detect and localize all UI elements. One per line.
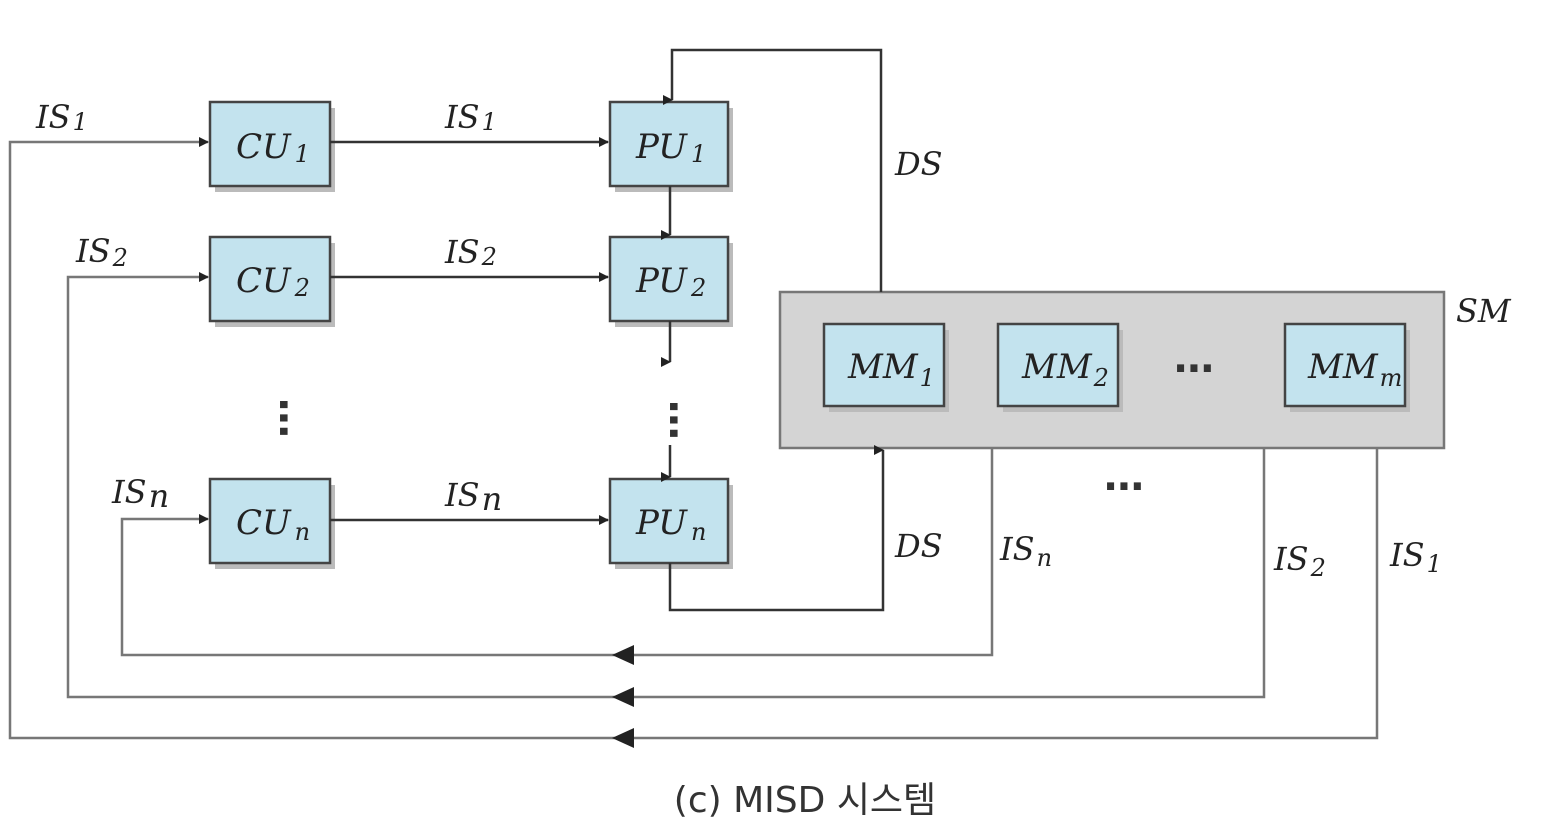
memory-module-m-subscript: m [1380, 364, 1403, 392]
instruction-stream-ellipsis: ⋯ [1104, 464, 1144, 510]
isn-cu-pu-label: IS [444, 476, 480, 514]
control-unit-1-subscript: 1 [295, 140, 310, 168]
svg-text:MM2: MM2 [1021, 347, 1109, 392]
is1-sm-label: IS [1389, 536, 1425, 574]
is2-sm-label: IS [1273, 540, 1309, 578]
memory-module-2: MM2 [996, 322, 1123, 412]
isn-sm-subscript: n [1037, 544, 1052, 572]
is2-return-arrowhead [612, 687, 634, 707]
shared-memory-label: SM [1456, 292, 1512, 330]
svg-text:CUn: CUn [236, 503, 310, 546]
is1-return-arrowhead [612, 728, 634, 748]
processing-unit-1-label: PU [635, 127, 688, 167]
is1-input-subscript: 1 [73, 108, 88, 136]
svg-text:PU2: PU2 [635, 261, 706, 302]
memory-module-m-label: MM [1307, 347, 1379, 387]
control-unit-n-subscript: n [295, 518, 310, 546]
is2-input-subscript: 2 [112, 244, 128, 272]
ds-bottom-label: DS [894, 527, 943, 565]
isn-return-line [120, 448, 994, 657]
svg-text:MMm: MMm [1307, 347, 1402, 392]
control-unit-1-label: CU [236, 127, 292, 167]
isn-input-label: IS [111, 473, 147, 511]
ds-sm-to-pu1-arrow [663, 48, 883, 292]
svg-text:IS1: IS1 [444, 98, 497, 136]
is2-return-line [66, 272, 1266, 699]
memory-module-1-subscript: 1 [920, 364, 935, 392]
ds-top-label: DS [894, 145, 943, 183]
control-unit-n-label: CU [236, 503, 292, 543]
svg-text:PU1: PU1 [635, 127, 706, 168]
svg-text:IS1: IS1 [35, 98, 88, 136]
svg-text:ISn: ISn [999, 530, 1052, 572]
is1-cu-pu-label: IS [444, 98, 480, 136]
control-unit-vertical-ellipsis: ⋯ [260, 398, 306, 438]
figure-caption: (c) MISD 시스템 [674, 780, 936, 821]
svg-text:IS1: IS1 [1389, 536, 1442, 578]
control-unit-2-label: CU [236, 261, 292, 301]
isn-input-subscript: n [149, 477, 170, 515]
processing-unit-vertical-ellipsis: ⋯ [650, 400, 696, 440]
is1-sm-subscript: 1 [1427, 550, 1442, 578]
svg-text:CU1: CU1 [236, 127, 310, 168]
memory-module-m: MMm [1283, 322, 1410, 412]
processing-unit-n-label: PU [635, 503, 688, 543]
svg-text:CU2: CU2 [236, 261, 310, 302]
control-unit-2-subscript: 2 [294, 274, 310, 302]
is1-return-line [8, 137, 1379, 740]
is1-input-label: IS [35, 98, 71, 136]
memory-ellipsis: ⋯ [1174, 346, 1214, 392]
memory-module-1: MM1 [822, 322, 949, 412]
svg-text:MM1: MM1 [847, 347, 935, 392]
svg-text:ISn: ISn [111, 473, 169, 515]
memory-module-2-label: MM [1021, 347, 1093, 387]
isn-sm-label: IS [999, 530, 1035, 568]
memory-module-1-label: MM [847, 347, 919, 387]
processing-unit-2-subscript: 2 [690, 274, 706, 302]
svg-text:ISn: ISn [444, 476, 502, 518]
is1-cu-pu-subscript: 1 [482, 108, 497, 136]
is2-cu-pu-subscript: 2 [481, 243, 497, 271]
svg-text:IS2: IS2 [75, 232, 128, 272]
processing-unit-n-subscript: n [691, 518, 706, 546]
svg-text:PUn: PUn [635, 503, 706, 546]
ds-pun-to-sm-arrow [668, 445, 885, 612]
processing-unit-2-label: PU [635, 261, 688, 301]
processing-unit-1-subscript: 1 [691, 140, 706, 168]
is2-cu-pu-label: IS [444, 233, 480, 271]
memory-module-2-subscript: 2 [1093, 364, 1109, 392]
isn-return-arrowhead [612, 645, 634, 665]
isn-cu-pu-subscript: n [482, 480, 503, 518]
is2-input-label: IS [75, 232, 111, 270]
svg-text:IS2: IS2 [1273, 540, 1326, 582]
svg-text:IS2: IS2 [444, 233, 497, 271]
is2-sm-subscript: 2 [1310, 554, 1326, 582]
